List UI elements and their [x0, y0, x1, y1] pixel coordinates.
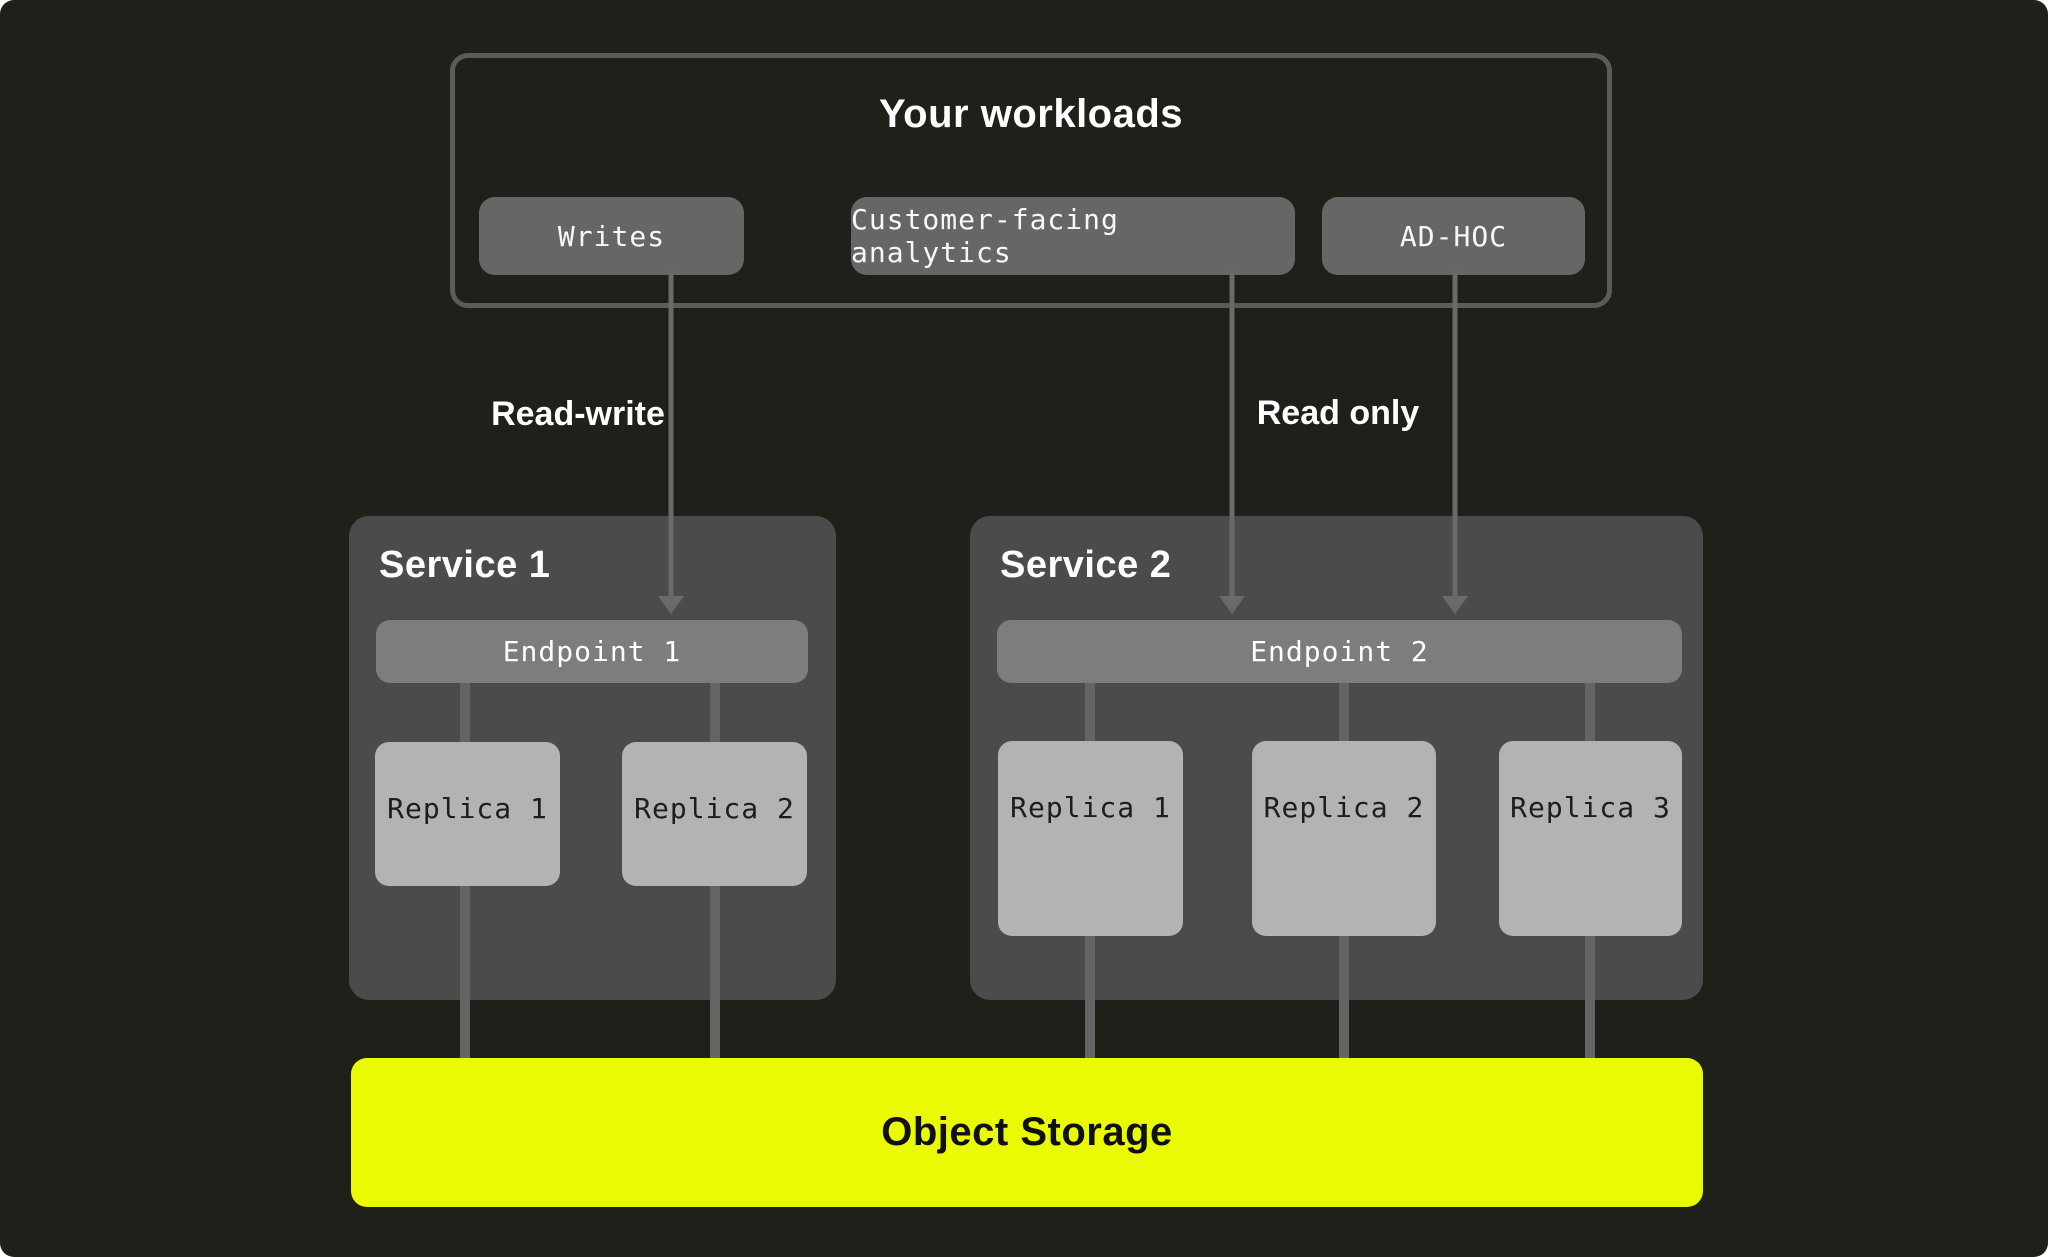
service-2-title: Service 2	[1000, 544, 1172, 586]
read-only-label: Read only	[1256, 394, 1420, 432]
service-1-title: Service 1	[379, 544, 551, 586]
service-2-replica-1: Replica 1	[998, 741, 1183, 936]
service-1-replica-2: Replica 2	[622, 742, 807, 886]
workloads-title: Your workloads	[878, 92, 1184, 136]
service-2-replica-3: Replica 3	[1499, 741, 1682, 936]
service-1-box: Service 1 Endpoint 1	[349, 516, 836, 1000]
object-storage-bar: Object Storage	[351, 1058, 1703, 1207]
service-1-endpoint: Endpoint 1	[376, 620, 808, 683]
workloads-group: Your workloads Writes Customer-facing an…	[450, 53, 1612, 308]
service-2-endpoint: Endpoint 2	[997, 620, 1682, 683]
workload-customer-facing-analytics: Customer-facing analytics	[851, 197, 1295, 275]
service-2-replica-2: Replica 2	[1252, 741, 1436, 936]
arrowhead-analytics	[1219, 596, 1245, 614]
workload-writes: Writes	[479, 197, 744, 275]
service-1-replica-1: Replica 1	[375, 742, 560, 886]
read-write-label: Read-write	[491, 395, 665, 433]
arrowhead-adhoc	[1442, 596, 1468, 614]
workload-ad-hoc: AD-HOC	[1322, 197, 1585, 275]
arrowhead-writes	[658, 596, 684, 614]
